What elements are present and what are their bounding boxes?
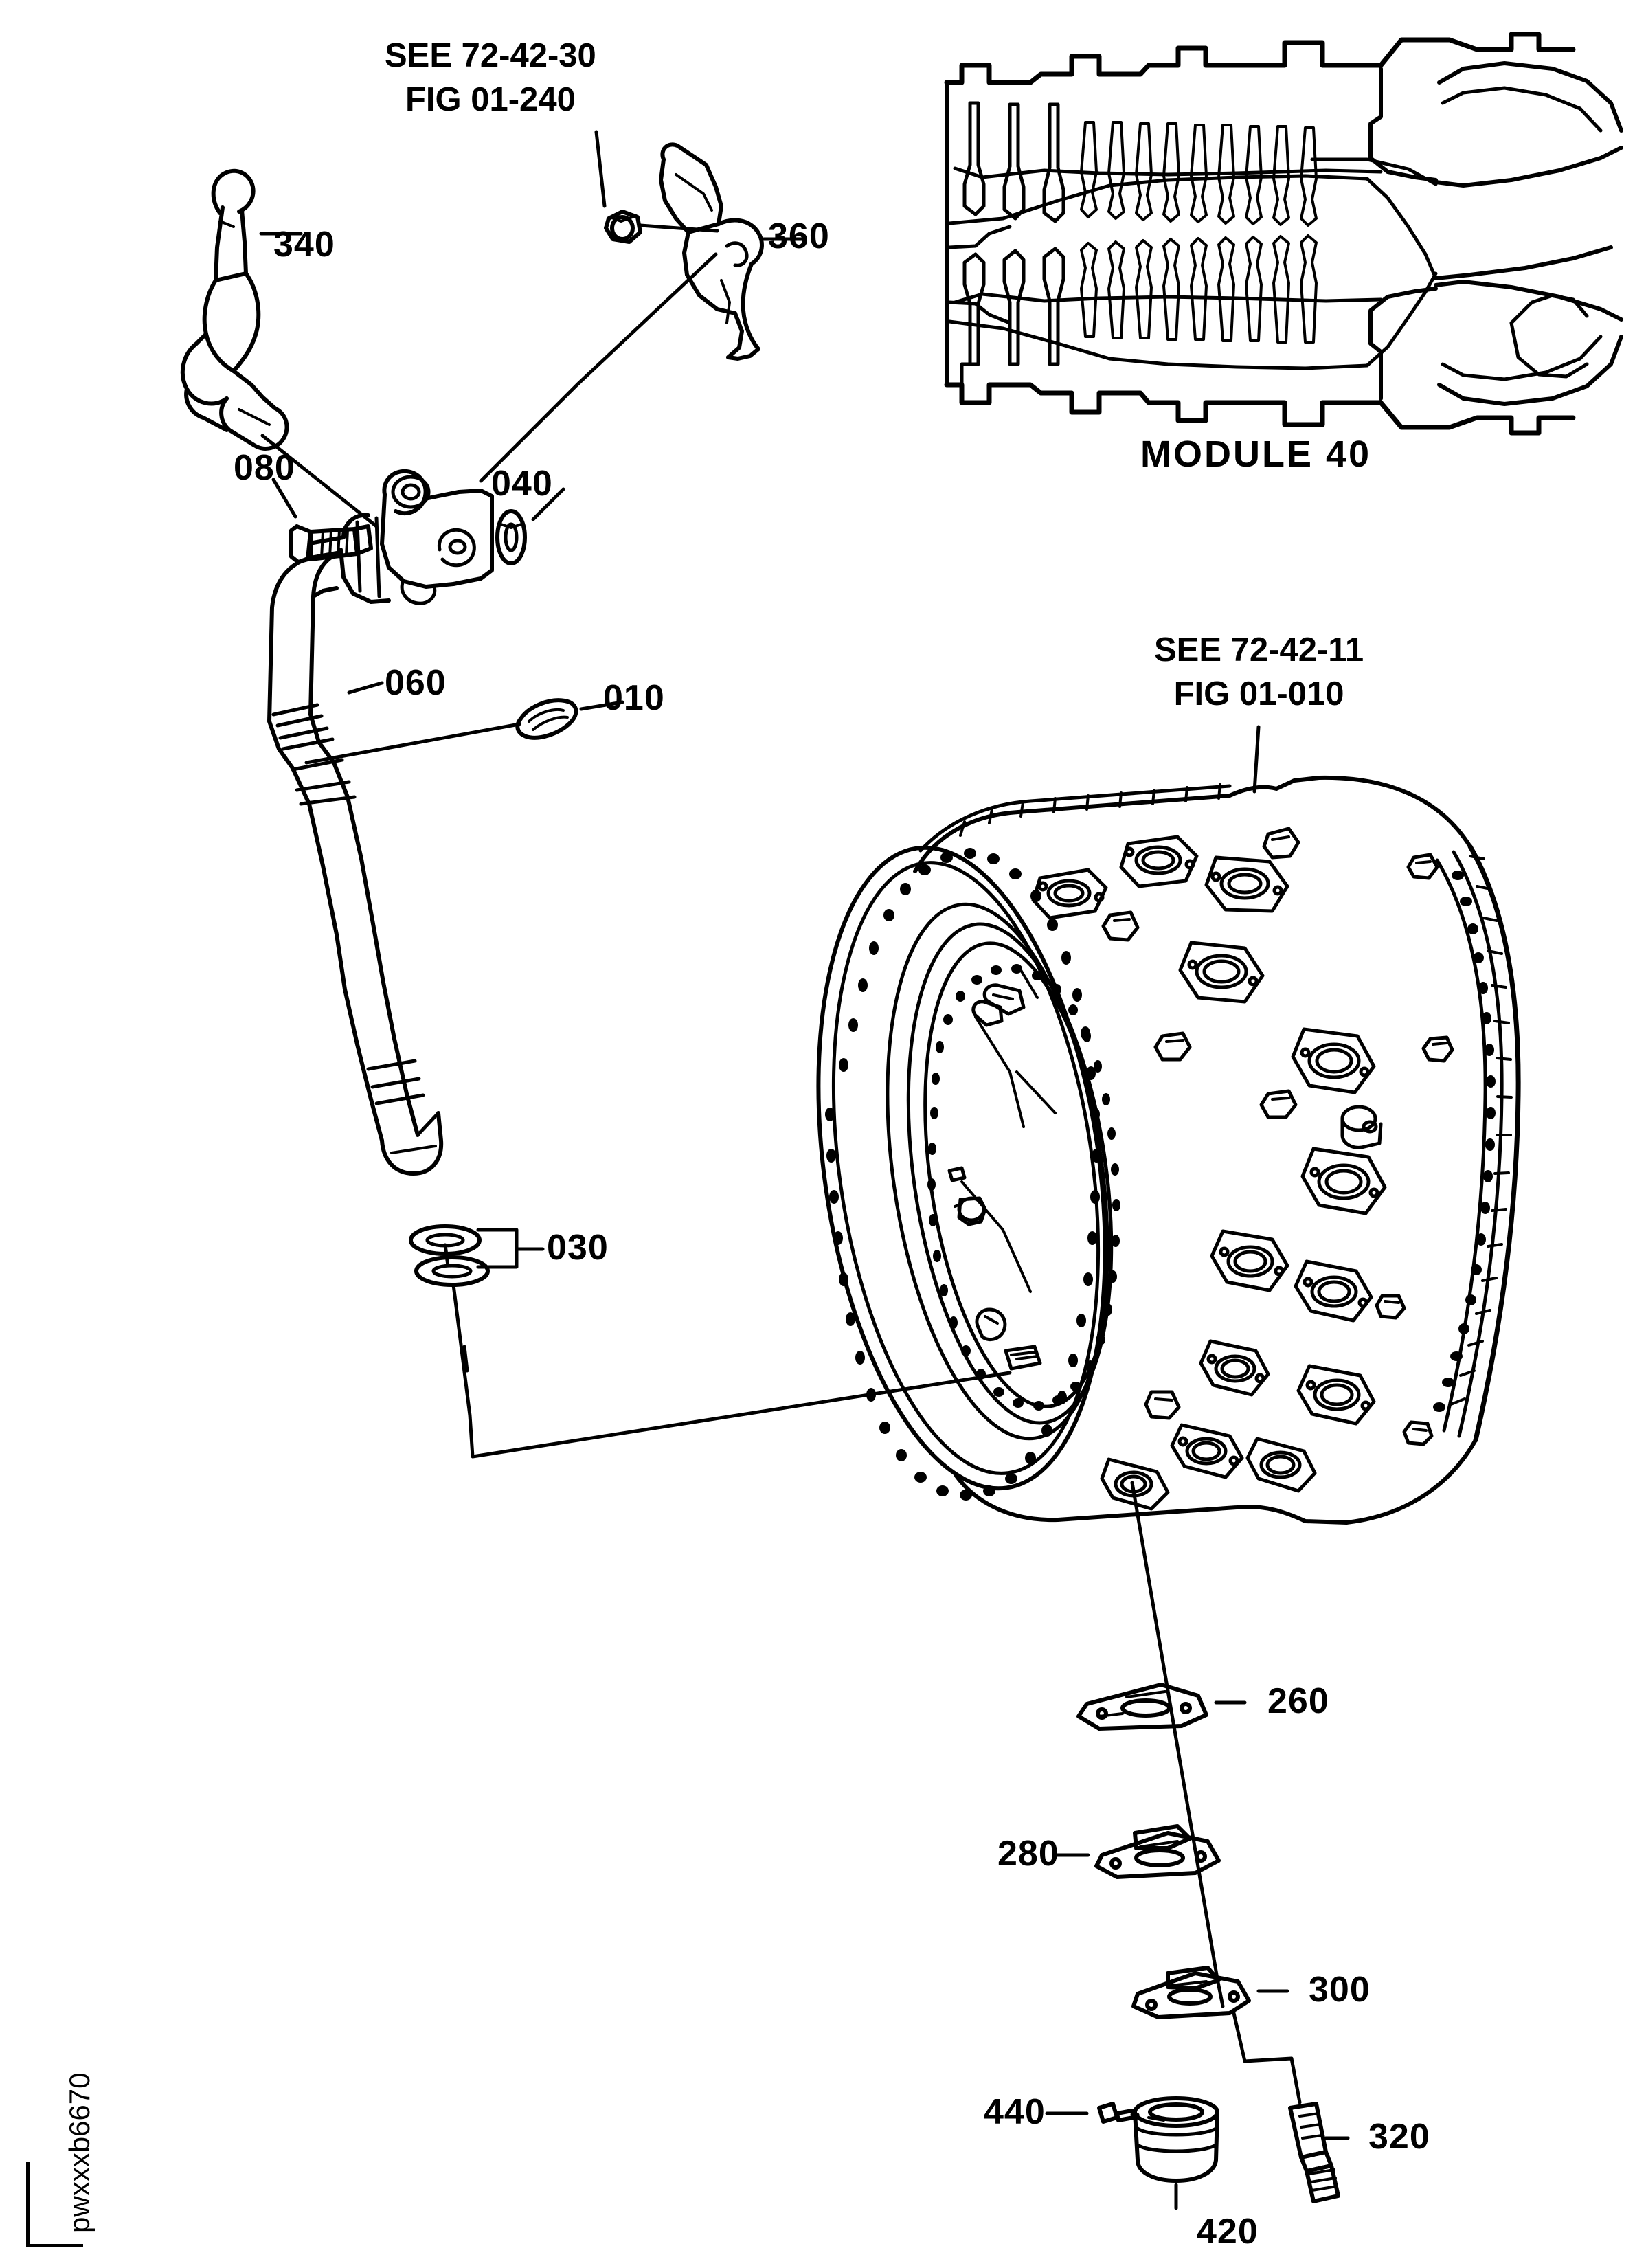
link-340-to-flange [260,434,379,528]
callout-030: 030 [547,1228,609,1268]
leader-case-to-covers [1130,1481,1225,2008]
callout-040: 040 [491,464,553,504]
part-010-seal [515,698,578,740]
callout-010: 010 [603,678,665,718]
callout-280: 280 [997,1834,1059,1874]
part-060-tube [267,550,444,1176]
callout-440: 440 [984,2092,1046,2132]
sheet-code: pwxxxb6670 [63,2072,95,2233]
sheet-code-bracket [26,2162,83,2247]
callout-360: 360 [768,216,830,256]
callout-340: 340 [273,225,335,265]
diffuser-case [816,775,1521,1525]
callout-260: 260 [1267,1681,1329,1721]
part-060-tube-flange [308,469,494,605]
callout-300: 300 [1309,1970,1371,2010]
leader-060 [347,681,384,695]
bracket-030 [476,1228,519,1269]
leader-ref-72-42-11 [1252,725,1261,794]
reference-line-1: SEE 72-42-30 [385,37,596,74]
leader-080 [271,478,297,519]
callout-420: 420 [1197,2212,1259,2252]
leader-010 [579,700,624,711]
part-440-pin [1097,2102,1136,2124]
link-030-to-case [451,1283,1012,1459]
forward-flange-bolt-holes [825,848,1101,1501]
module-40-cross-section [944,32,1623,436]
part-300-cover [1131,1966,1251,2019]
part-360-nut [604,210,642,244]
reference-line-2: FIG 01-010 [1173,675,1344,712]
reference-line-1: SEE 72-42-11 [1154,631,1364,669]
case-boss-pads [1031,827,1454,1511]
inner-bore-bolt-holes [927,964,1120,1411]
part-280-cover [1094,1824,1221,1879]
reference-block-72-42-30: SEE 72-42-30 FIG 01-240 [385,34,596,122]
callout-080: 080 [234,448,295,488]
module-label: MODULE 40 [1140,434,1372,475]
part-320-bolt [1288,2102,1340,2203]
callout-320: 320 [1368,2117,1430,2157]
leader-300-to-bolt [1232,2011,1302,2104]
reference-line-2: FIG 01-240 [405,80,576,118]
part-040-washer [495,509,527,565]
callout-060: 060 [385,663,447,703]
leader-040 [531,487,565,521]
leader-ref-72-42-30 [594,130,607,208]
part-420-spacer [1133,2096,1219,2183]
part-360-clamp [638,142,764,361]
rear-flange-bolt-holes [1433,871,1496,1412]
link-360-to-flange [479,252,718,483]
link-010-to-tube [304,722,521,765]
part-260-cover [1076,1683,1208,1731]
part-340-bracket [180,168,289,451]
reference-block-72-42-11: SEE 72-42-11 FIG 01-010 [1154,629,1364,716]
part-030-rings [409,1224,490,1287]
